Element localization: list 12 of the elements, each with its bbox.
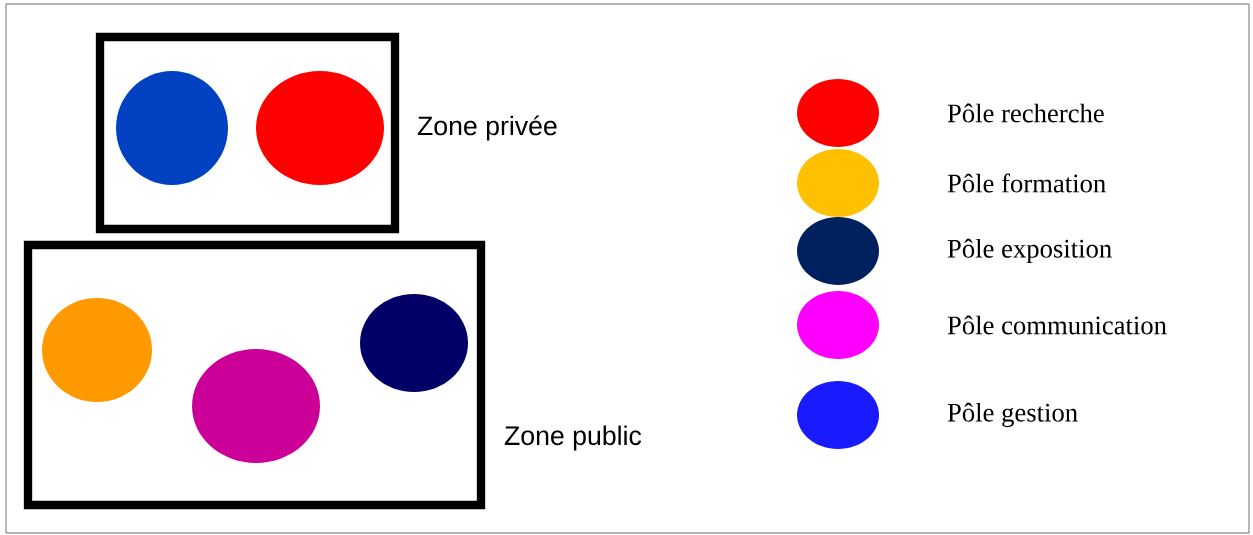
legend-label: Pôle recherche xyxy=(947,103,1104,123)
colored-circle xyxy=(256,71,384,185)
colored-circle xyxy=(116,71,228,185)
legend-label: Pôle formation xyxy=(947,173,1106,193)
colored-circle xyxy=(360,294,468,392)
colored-circle xyxy=(192,349,320,463)
zone-heading: Zone public xyxy=(504,425,642,451)
zone-heading: Zone privée xyxy=(417,115,557,141)
legend-label: Pôle gestion xyxy=(947,402,1078,428)
legend-label: Pôle exposition xyxy=(947,238,1112,264)
colored-circle xyxy=(42,298,152,402)
legend-label: Pôle communication xyxy=(947,315,1167,335)
